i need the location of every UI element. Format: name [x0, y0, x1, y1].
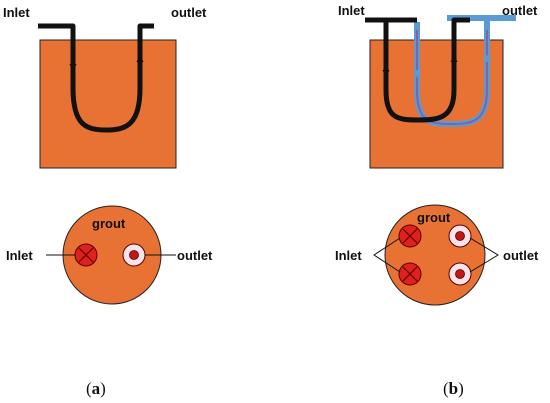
panel-b-inlet-pipe-icon-2 [398, 262, 422, 286]
panel-a-caption: (a) [86, 379, 106, 398]
panel-a-inlet-pipe-icon [74, 243, 98, 267]
panel-b-up-arrow-icon-2 [483, 54, 491, 62]
panel-b-outlet-leader-lines [469, 237, 499, 273]
panel-a-cross-section-inlet-label: Inlet [6, 248, 33, 263]
panel-a-outlet-pipe-icon [122, 243, 146, 267]
panel-a-grout-label: grout [92, 216, 126, 231]
panel-b-cross-section-outlet-label: outlet [503, 248, 539, 263]
panel-a-outlet-label: outlet [171, 5, 207, 20]
panel-b-outlet-label: outlet [502, 3, 538, 18]
panel-b-down-arrow-icon-2 [413, 70, 421, 78]
panel-b-grout-block [369, 39, 504, 169]
panel-b-cross-section-inlet-label: Inlet [335, 248, 362, 263]
panel-b-up-arrow-icon-1 [450, 54, 458, 62]
panel-a-caption-letter: a [92, 379, 101, 398]
panel-b-inlet-leader-lines [373, 237, 401, 273]
panel-b-caption-letter: b [449, 379, 458, 398]
panel-b-grout-label: grout [417, 210, 451, 225]
panel-a-inlet-label: Inlet [3, 5, 30, 20]
panel-a-grout-block [39, 39, 177, 169]
panel-b-inlet-label: Inlet [338, 3, 365, 18]
panel-a-u-pipe [38, 23, 154, 133]
panel-a-cross-section-outlet-label: outlet [177, 248, 213, 263]
panel-b-down-arrow-icon-1 [382, 70, 390, 78]
panel-a: Inlet outlet grout Inlet outlet (a) [3, 5, 213, 398]
panel-b-inlet-pipe-icon-1 [398, 224, 422, 248]
panel-b-outlet-pipe-icon-2 [448, 262, 472, 286]
panel-a-up-arrow-icon [136, 54, 144, 62]
panel-b: Inlet outlet grout Inlet outlet [335, 3, 539, 398]
panel-a-down-arrow-icon [69, 64, 77, 72]
panel-b-outlet-pipe-icon-1 [448, 224, 472, 248]
panel-b-caption: (b) [443, 379, 464, 398]
